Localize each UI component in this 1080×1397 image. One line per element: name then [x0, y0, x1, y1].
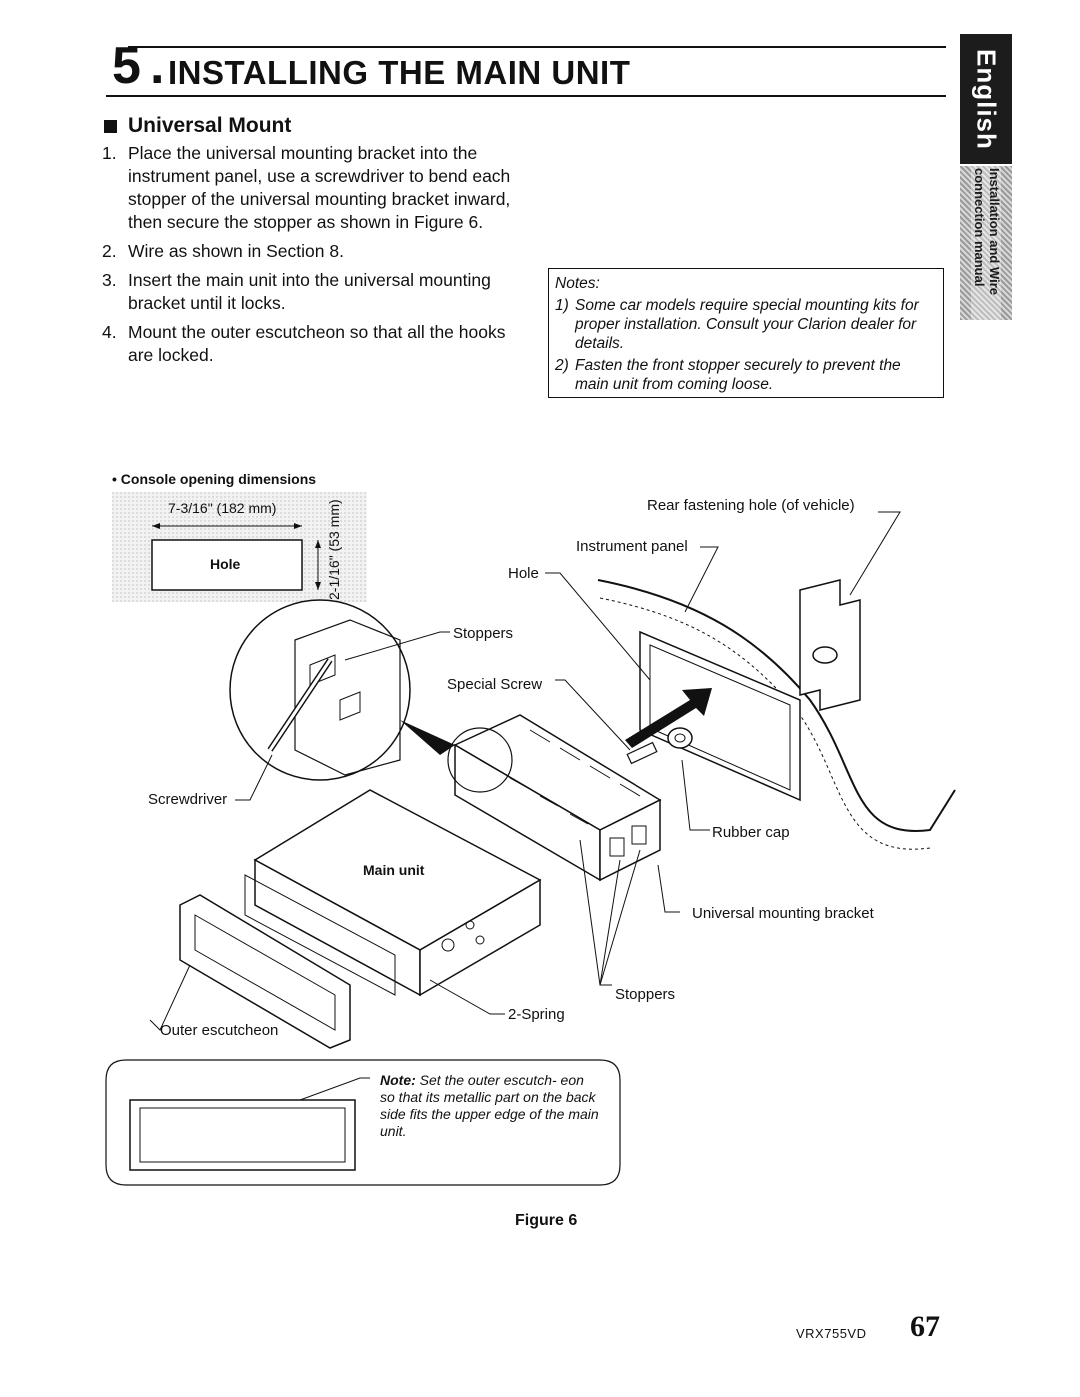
label-main-unit: Main unit: [363, 862, 425, 878]
console-width-label: 7-3/16" (182 mm): [168, 500, 277, 516]
panel-opening-inner: [649, 644, 791, 791]
stopper-detail-bracket: [294, 619, 401, 776]
inset-note-label: Note:: [380, 1072, 416, 1088]
section-tab: Installation and Wire connection manual: [960, 166, 1012, 320]
note-text: Some car models require special mounting…: [575, 297, 919, 352]
inset-note: Note: Set the outer escutch- eon so that…: [380, 1072, 600, 1140]
section-tab-label: Installation and Wire connection manual: [971, 166, 1002, 320]
step-text: Place the universal mounting bracket int…: [128, 143, 511, 232]
list-item: 3. Insert the main unit into the universa…: [102, 269, 522, 315]
label-rubber-cap: Rubber cap: [712, 824, 790, 841]
step-number: 4.: [102, 322, 117, 342]
label-stoppers-top: Stoppers: [453, 625, 514, 642]
console-dimensions-title: • Console opening dimensions: [112, 471, 317, 487]
stopper-highlight-circle: [447, 727, 513, 793]
step-text: Insert the main unit into the universal …: [128, 270, 491, 313]
label-rear-fastening-hole: Rear fastening hole (of vehicle): [647, 497, 855, 514]
list-item: 1. Place the universal mounting bracket i…: [102, 142, 522, 234]
detail-pointer: [400, 720, 455, 755]
note-item: 1) Some car models require special mounti…: [555, 296, 937, 353]
arrow-icon: [294, 523, 302, 529]
panel-opening: [639, 630, 801, 802]
rubber-cap-icon: [667, 727, 693, 749]
header-rule-bottom: [106, 95, 946, 97]
stopper-detail-tabs: [309, 654, 361, 721]
step-text: Mount the outer escutcheon so that all t…: [128, 322, 506, 365]
label-universal-mounting-bracket: Universal mounting bracket: [692, 905, 874, 922]
rear-fastening-hole: [812, 646, 838, 664]
inset-escutcheon: [129, 1099, 356, 1171]
subheading: Universal Mount: [128, 114, 292, 137]
page-title: INSTALLING THE MAIN UNIT: [168, 54, 631, 91]
step-number: 1.: [102, 143, 117, 163]
list-item: 2. Wire as shown in Section 8.: [102, 240, 522, 263]
label-stoppers-bottom: Stoppers: [615, 986, 676, 1003]
note-number: 2): [555, 357, 569, 374]
universal-mounting-bracket: [453, 714, 662, 882]
outer-escutcheon: [179, 894, 351, 1049]
steps-list: 1. Place the universal mounting bracket i…: [102, 142, 522, 373]
leader-lines: [149, 511, 901, 1101]
language-tab-label: English: [971, 48, 1002, 150]
console-hole-label: Hole: [210, 556, 241, 572]
model-number: VRX755VD: [796, 1326, 867, 1341]
main-unit: [244, 789, 542, 997]
insert-direction-arrow-icon: [625, 688, 712, 748]
figure-caption: Figure 6: [515, 1212, 578, 1229]
console-height-label: 2-1/16" (53 mm): [326, 499, 342, 600]
label-outer-escutcheon: Outer escutcheon: [160, 1022, 279, 1039]
arrow-icon: [315, 540, 321, 548]
label-special-screw: Special Screw: [447, 676, 543, 693]
section-number-dot: .: [150, 37, 165, 95]
inset-note-frame: [105, 1059, 621, 1186]
arrow-icon: [152, 523, 160, 529]
console-hole-rect: [151, 539, 303, 591]
note-item: 2) Fasten the front stopper securely to p…: [555, 356, 937, 394]
inset-escutcheon-inner: [139, 1107, 346, 1163]
label-screwdriver: Screwdriver: [148, 791, 228, 808]
instrument-panel-outline: [597, 579, 956, 832]
label-hole: Hole: [508, 565, 539, 582]
label-instrument-panel: Instrument panel: [576, 538, 688, 555]
step-number: 3.: [102, 270, 117, 290]
step-number: 2.: [102, 241, 117, 261]
instrument-panel-edge: [599, 597, 931, 850]
arrow-icon: [315, 582, 321, 590]
inset-note-text: Set the outer escutch- eon so that its m…: [380, 1072, 599, 1139]
language-tab: English: [960, 34, 1012, 164]
notes-box: Notes: 1) Some car models require special…: [548, 268, 944, 398]
note-text: Fasten the front stopper securely to pre…: [575, 357, 901, 393]
list-item: 4. Mount the outer escutcheon so that all…: [102, 321, 522, 367]
notes-label: Notes:: [555, 275, 600, 292]
section-number: 5: [112, 37, 141, 95]
header-rule-top: [128, 46, 946, 48]
label-spring: 2-Spring: [508, 1006, 565, 1023]
stopper-detail-circle: [229, 599, 411, 781]
page-number: 67: [910, 1310, 940, 1343]
step-text: Wire as shown in Section 8.: [128, 241, 344, 261]
subheading-bullet-icon: [104, 120, 117, 133]
note-number: 1): [555, 297, 569, 314]
rear-fastening-bracket: [799, 579, 861, 711]
special-screw-icon: [626, 741, 658, 765]
